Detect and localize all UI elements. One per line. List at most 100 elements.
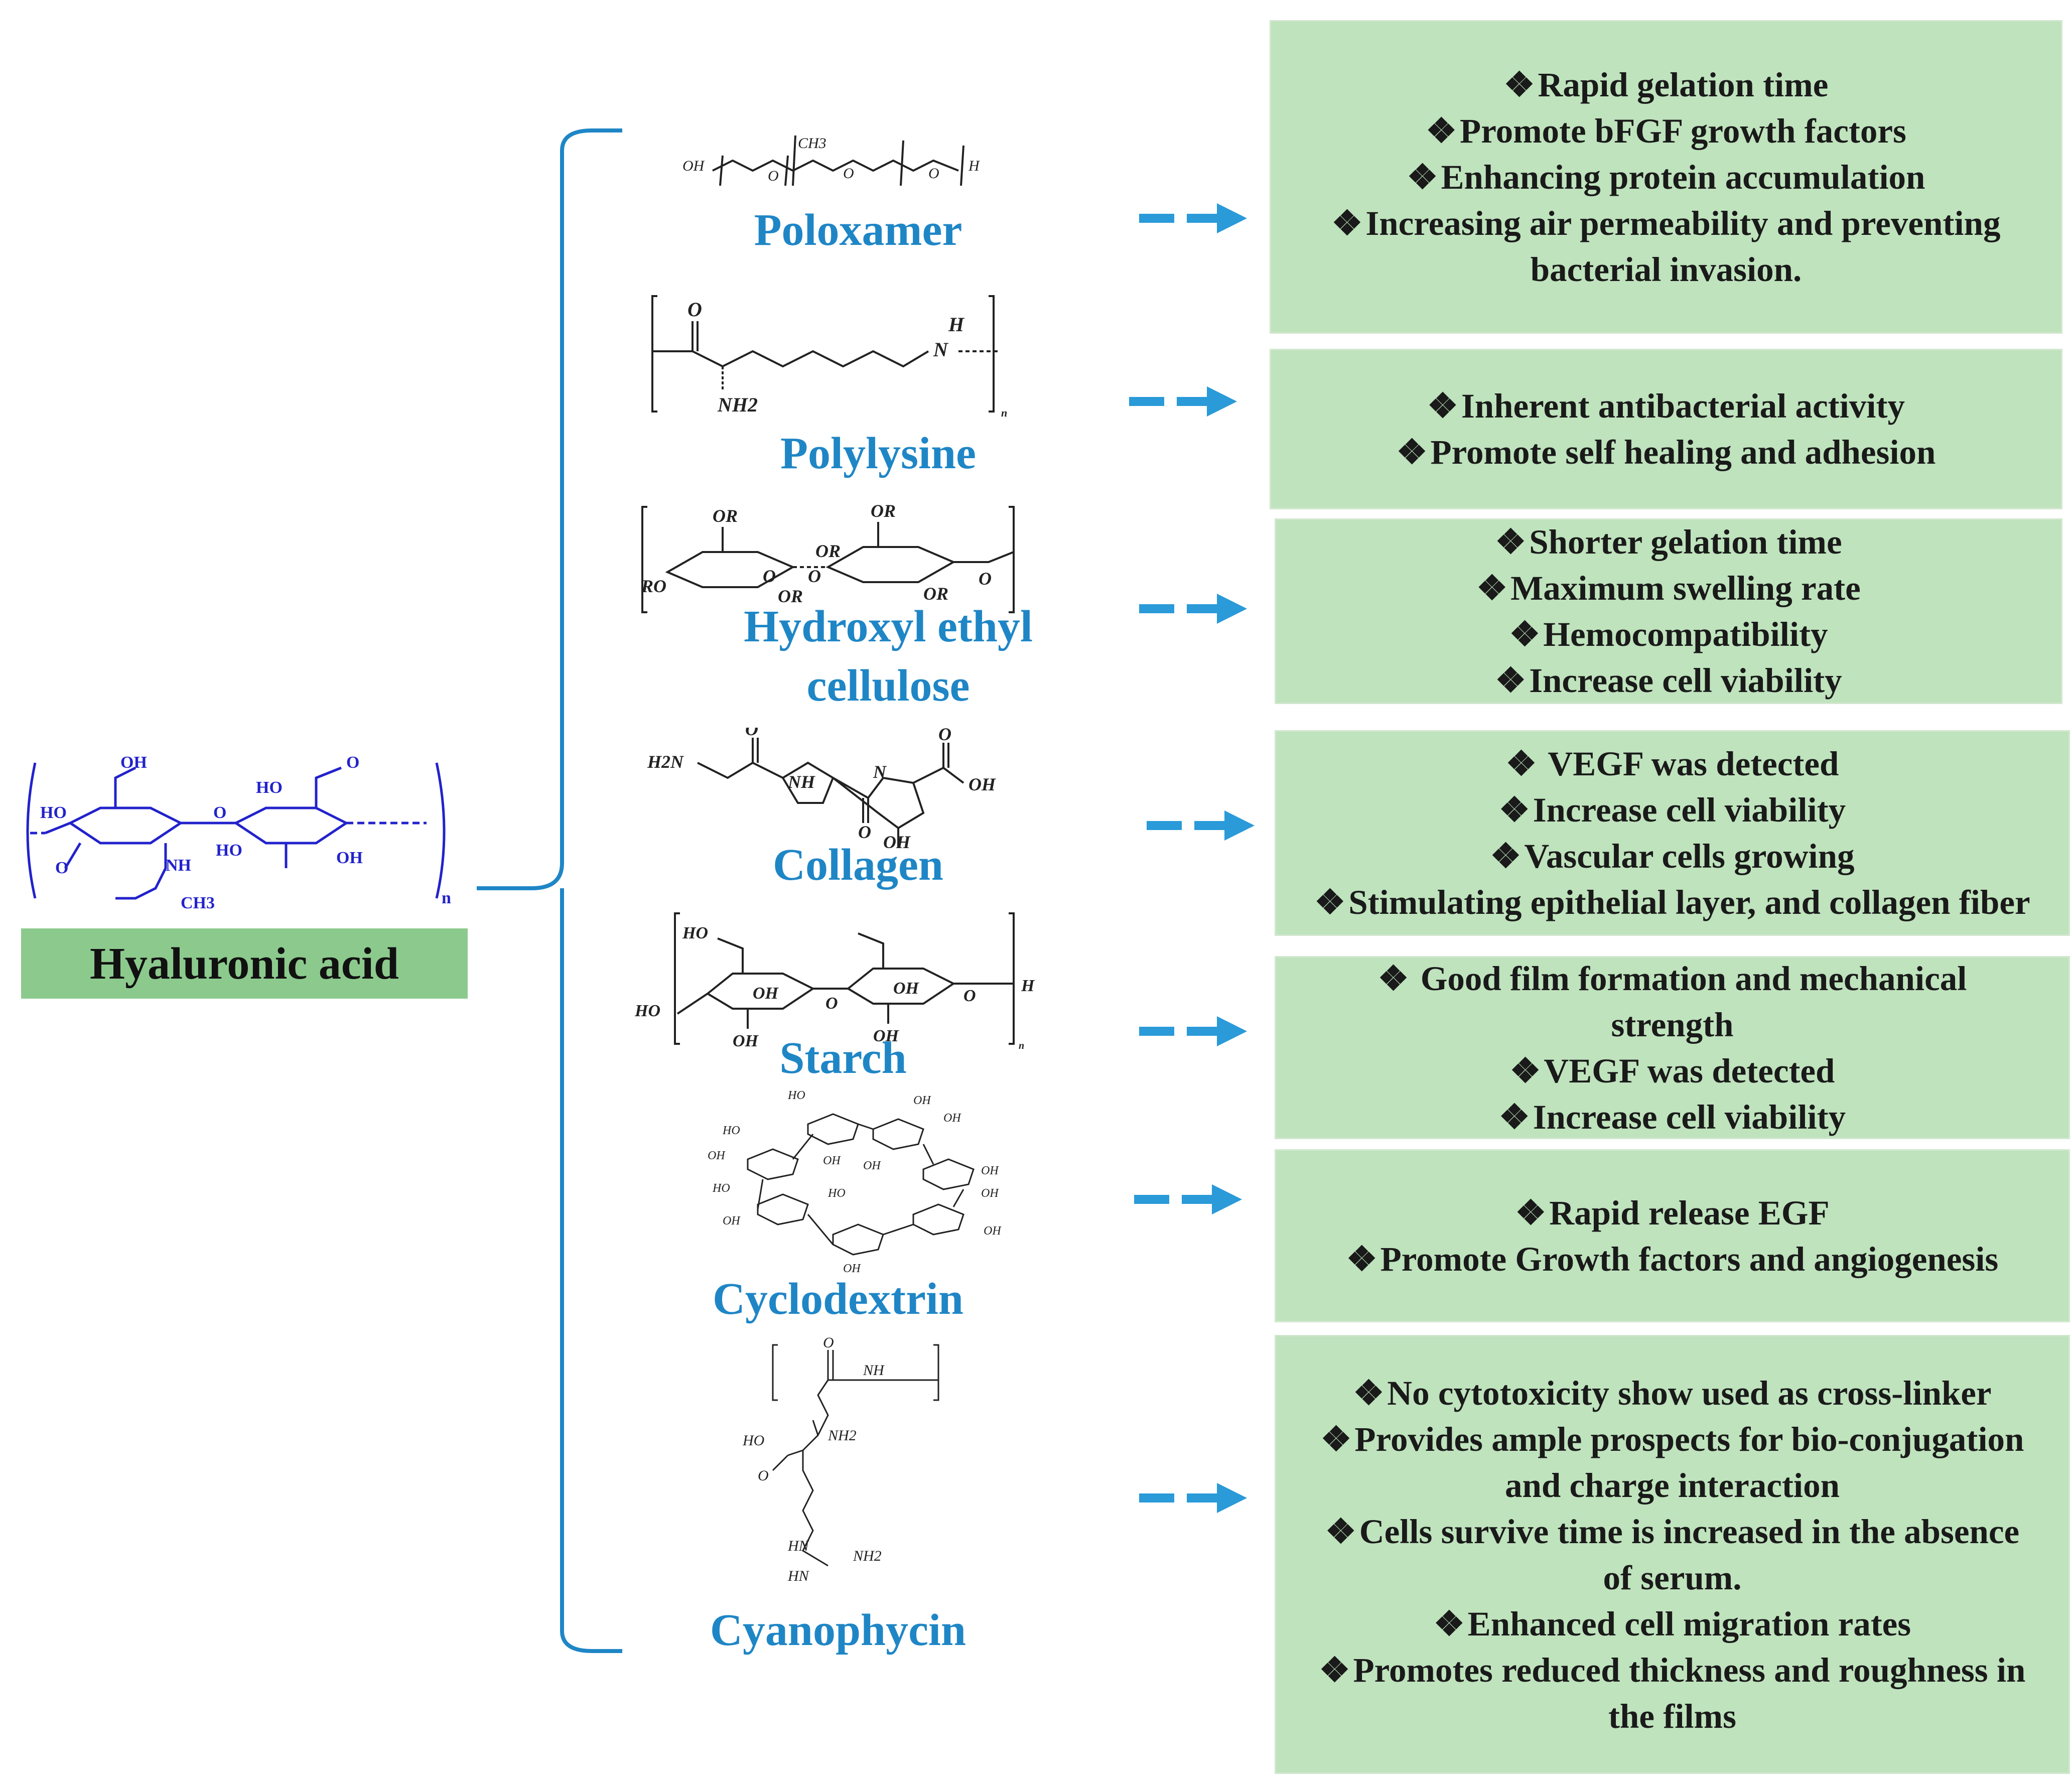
starch-atom-label: H (1021, 977, 1035, 995)
cyanophycin-structure: O NH NH2 HO O HN NH2 HN (742, 1334, 939, 1584)
poloxamer-atom-label: O (843, 165, 854, 182)
arrow-poloxamer (1139, 203, 1247, 233)
poloxamer-atom-label: OH (682, 158, 706, 174)
collagen-atom-label: O (938, 728, 951, 744)
property-item-continuation: of serum. (1603, 1558, 1742, 1597)
polylysine-atom-label: n (1001, 406, 1007, 419)
ha-atom-label: O (213, 803, 226, 822)
properties-list-hydroxyl-ethyl-cellulose: Shorter gelation time Maximum swelling r… (1476, 519, 1861, 704)
hec-atom-label: OR (923, 584, 948, 604)
property-item: Hemocompatibility (1476, 611, 1860, 657)
properties-box-poloxamer: Rapid gelation time Promote bFGF growth … (1270, 20, 2062, 334)
polymer-name-polylysine: Polylysine (780, 429, 976, 478)
brace-connector (477, 128, 622, 1653)
hec-atom-label: RO (641, 576, 666, 596)
starch-atom-label: n (1019, 1040, 1024, 1049)
poloxamer-atom-label: H (968, 158, 981, 174)
cyanophycin-atom-label: NH2 (827, 1427, 857, 1444)
arrow-collagen (1147, 810, 1255, 841)
starch-atom-label: O (963, 987, 976, 1005)
ha-atom-label: O (55, 859, 68, 877)
hyaluronic-acid-structure: OH HO O NH CH3 HO O HO OH O n (26, 753, 451, 912)
property-item: Provides ample prospects for bio-conjuga… (1319, 1416, 2026, 1462)
collagen-atom-label: H2N (647, 752, 684, 772)
arrow-cyanophycin (1139, 1483, 1247, 1513)
property-item: Increase cell viability (1314, 787, 2030, 833)
polymer-name-poloxamer: Poloxamer (754, 205, 962, 255)
property-item: Rapid release EGF (1346, 1190, 1999, 1236)
property-item: Vascular cells growing (1314, 833, 2030, 879)
collagen-atom-label: O (858, 822, 871, 842)
collagen-atom-label: O (745, 728, 758, 739)
polymer-name-cyanophycin: Cyanophycin (710, 1605, 966, 1655)
cyclodextrin-atom-label: OH (981, 1164, 999, 1177)
poloxamer-atom-label: O (928, 165, 939, 182)
properties-box-polylysine: Inherent antibacterial activity Promote … (1270, 349, 2062, 509)
property-item: Promote self healing and adhesion (1397, 429, 1936, 475)
hyaluronic-acid-label: Hyaluronic acid (21, 928, 468, 999)
property-item: Increasing air permeability and preventi… (1332, 200, 2000, 246)
cyclodextrin-atom-label: OH (943, 1112, 961, 1125)
ha-atom-label: HO (216, 841, 242, 860)
polymer-name-hydroxyl-ethyl-cellulose: Hydroxyl ethyl cellulose (744, 602, 1033, 711)
cyanophycin-atom-label: NH (863, 1362, 885, 1379)
ha-atom-label: OH (120, 753, 147, 772)
property-item: Promote bFGF growth factors (1332, 108, 2001, 154)
property-item: VEGF was detected (1378, 1048, 1967, 1094)
ha-atom-label: O (346, 753, 359, 772)
starch-atom-label: HO (682, 924, 708, 942)
starch-atom-label: OH (753, 984, 779, 1003)
cyanophycin-atom-label: HN (787, 1568, 810, 1584)
cyclodextrin-atom-label: OH (984, 1224, 1002, 1238)
properties-list-polylysine: Inherent antibacterial activity Promote … (1397, 383, 1936, 475)
arrow-starch (1139, 1016, 1247, 1046)
arrow-hydroxyl-ethyl-cellulose (1139, 594, 1247, 624)
property-item-continuation: strength (1611, 1005, 1734, 1044)
hec-atom-label: O (763, 566, 776, 586)
properties-box-cyclodextrin: Rapid release EGF Promote Growth factors… (1275, 1149, 2070, 1322)
starch-atom-label: OH (893, 979, 920, 998)
starch-atom-label: OH (873, 1027, 900, 1045)
ha-atom-label: NH (166, 856, 191, 875)
arrow-cyclodextrin (1134, 1184, 1242, 1214)
properties-list-cyclodextrin: Rapid release EGF Promote Growth factors… (1346, 1190, 1999, 1282)
collagen-structure: H2N O NH N O O OH OH (647, 728, 996, 848)
cyanophycin-atom-label: HO (742, 1432, 764, 1449)
property-item-continuation: the films (1608, 1697, 1736, 1735)
poloxamer-atom-label: CH3 (798, 135, 826, 152)
hec-atom-label: O (979, 569, 992, 589)
property-item: Increase cell viability (1476, 657, 1860, 704)
properties-list-poloxamer: Rapid gelation time Promote bFGF growth … (1332, 62, 2001, 293)
starch-atom-label: OH (733, 1032, 759, 1049)
cyclodextrin-atom-label: HO (827, 1187, 846, 1200)
property-item: Enhanced cell migration rates (1319, 1601, 2026, 1647)
cyclodextrin-atom-label: OH (708, 1149, 726, 1162)
starch-atom-label: O (825, 994, 838, 1013)
hec-atom-label: OR (871, 502, 896, 521)
polymer-name-collagen: Collagen (772, 840, 943, 890)
cyanophycin-atom-label: O (758, 1467, 769, 1484)
property-item-continuation: and charge interaction (1505, 1466, 1840, 1505)
ha-atom-label: CH3 (181, 894, 215, 912)
property-item: Increase cell viability (1378, 1094, 1967, 1140)
properties-list-cyanophycin: No cytotoxicity show used as cross-linke… (1319, 1370, 2026, 1739)
polymer-name-starch: Starch (779, 1033, 907, 1083)
cyclodextrin-atom-label: HO (787, 1089, 805, 1102)
cyclodextrin-atom-label: OH (981, 1187, 999, 1200)
collagen-atom-label: OH (969, 774, 996, 794)
polylysine-atom-label: O (687, 298, 702, 321)
cyanophycin-atom-label: O (823, 1334, 834, 1351)
properties-box-cyanophycin: No cytotoxicity show used as cross-linke… (1275, 1335, 2070, 1774)
property-item-continuation: bacterial invasion. (1530, 250, 1802, 289)
polymer-name-cyclodextrin: Cyclodextrin (713, 1274, 963, 1324)
properties-box-collagen: VEGF was detected Increase cell viabilit… (1275, 730, 2070, 936)
starch-atom-label: HO (634, 1002, 660, 1020)
polylysine-atom-label: NH2 (717, 393, 758, 416)
property-item: Good film formation and mechanical (1378, 955, 1967, 1002)
ha-atom-label: OH (336, 849, 363, 867)
property-item: Stimulating epithelial layer, and collag… (1314, 879, 2030, 925)
ha-atom-label: HO (40, 803, 67, 822)
property-item: Promotes reduced thickness and roughness… (1319, 1647, 2025, 1693)
properties-box-hydroxyl-ethyl-cellulose: Shorter gelation time Maximum swelling r… (1275, 518, 2062, 704)
